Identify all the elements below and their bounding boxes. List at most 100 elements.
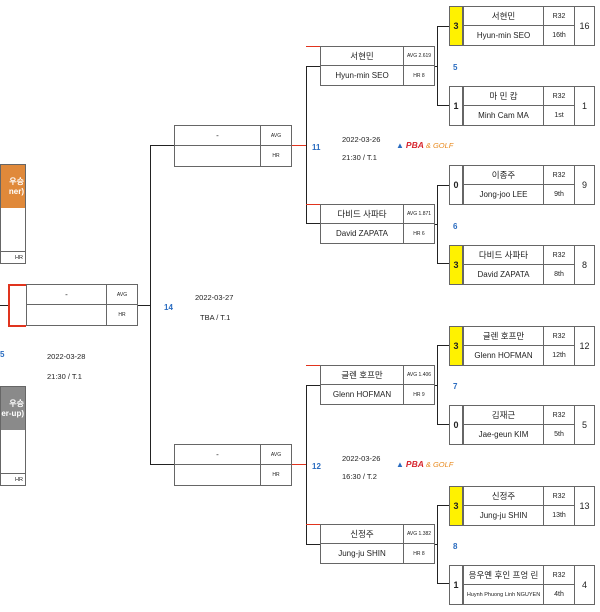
r16-7-avg: AVG 1.406 (406, 372, 432, 378)
final-date: 2022-03-28 (47, 352, 86, 361)
semi-connector-bottom (150, 464, 174, 465)
r32-1-round: R32 (552, 12, 566, 20)
r32-seed-8: 4 (575, 565, 595, 605)
r16-5-connector-vertical (437, 26, 438, 106)
r16-6-connector-vertical (437, 185, 438, 264)
runner-up-card-header: 우승 er-up) (1, 387, 25, 430)
qf-11-connector-bottom (306, 223, 320, 224)
r32-1-kname: 서현민 (464, 7, 544, 25)
r16-5-connector-out (435, 66, 438, 67)
winner-card-hr: HR (15, 255, 23, 261)
triangle-logo-icon: ▲ (396, 459, 404, 469)
r32-2-rank: 1st (554, 112, 564, 119)
r32-seed-3: 9 (575, 165, 595, 205)
qf-12-time: 16:30 / T.2 (342, 472, 377, 481)
r32-8-rank: 4th (554, 591, 564, 598)
r32-6-round: R32 (552, 411, 566, 419)
qf-12-match-number: 12 (312, 462, 321, 471)
r16-8-connector-bottom (437, 583, 449, 584)
r32-5-kname: 글렌 호프만 (464, 327, 544, 345)
r16-6-kname: 다비드 사파타 (321, 205, 404, 223)
r16-8-accent-top (306, 524, 320, 525)
final-match-box: -AVG HR (26, 284, 138, 326)
qf-12-date: 2022-03-26 (342, 454, 381, 463)
r32-seed-4: 8 (575, 245, 595, 285)
qf-12-avg: AVG (270, 451, 282, 458)
final-avg: AVG (116, 291, 128, 298)
r32-6-ename: Jae-geun KIM (464, 425, 544, 444)
qf-11-connector-vertical (306, 66, 307, 224)
qf-11-date: 2022-03-26 (342, 135, 381, 144)
r16-8-avg: AVG 1.382 (406, 531, 432, 537)
r32-5-rank: 12th (552, 352, 566, 359)
r32-4-ename: David ZAPATA (464, 265, 544, 284)
qf-11-name-2 (175, 146, 261, 166)
r32-3-rank: 9th (554, 191, 564, 198)
runner-up-card: 우승 er-up) HR (0, 386, 26, 486)
semi-connector-vertical (150, 145, 151, 465)
r16-7-ename: Glenn HOFMAN (321, 385, 404, 404)
r32-1-ename: Hyun-min SEO (464, 26, 544, 45)
r16-7-connector-bottom (437, 424, 449, 425)
qf-12-connector-out (292, 464, 306, 465)
r16-5-accent-top (306, 46, 320, 47)
r32-5-round: R32 (552, 332, 566, 340)
qf-12-hr: HR (272, 472, 280, 478)
r16-5-ename: Hyun-min SEO (321, 66, 404, 85)
r32-3-ename: Jong-joo LEE (464, 185, 544, 204)
final-connector-top (8, 284, 26, 286)
r32-2-round: R32 (552, 92, 566, 100)
semi-time: TBA / T.1 (200, 313, 231, 322)
r32-score-7: 3 (449, 486, 463, 526)
qf-box-11: -AVG HR (174, 125, 292, 167)
final-player-name-2 (27, 305, 107, 325)
winner-card-title: 우승 (9, 176, 24, 186)
r32-3-kname: 이종주 (464, 166, 544, 184)
r32-4-kname: 다비드 사파타 (464, 246, 544, 264)
final-hr: HR (118, 312, 126, 318)
r16-5-match-number: 5 (453, 63, 458, 72)
r32-score-4: 3 (449, 245, 463, 285)
r16-7-connector-vertical (437, 345, 438, 425)
semi-connector-out (138, 305, 150, 306)
qf-11-connector-out (292, 145, 306, 146)
r16-7-kname: 글렌 호프만 (321, 366, 404, 384)
r16-7-match-number: 7 (453, 382, 458, 391)
r16-5-connector-top (437, 26, 449, 27)
r32-7-rank: 13th (552, 512, 566, 519)
final-connector-bottom (8, 325, 26, 327)
r16-8-ename: Jung-ju SHIN (321, 544, 404, 563)
triangle-logo-icon: ▲ (396, 140, 404, 150)
r16-5-kname: 서현민 (321, 47, 404, 65)
r16-5-avg: AVG 2.619 (406, 53, 432, 59)
final-connector-out (0, 305, 8, 306)
qf-12-connector-top (306, 385, 320, 386)
r32-score-2: 1 (449, 86, 463, 126)
r32-7-kname: 신정주 (464, 487, 544, 505)
r32-seed-6: 5 (575, 405, 595, 445)
pba-golf-logo-2: ▲ PBA & GOLF (396, 459, 454, 469)
qf-12-connector-bottom (306, 544, 320, 545)
final-match-number: 5 (0, 350, 5, 359)
qf-11-hr: HR (272, 153, 280, 159)
r16-6-ename: David ZAPATA (321, 224, 404, 243)
r16-6-avg: AVG 1.871 (406, 211, 432, 217)
qf-12-name-2 (175, 465, 261, 485)
final-time: 21:30 / T.1 (47, 372, 82, 381)
pba-golf-logo: ▲ PBA & GOLF (396, 140, 454, 150)
r16-8-kname: 신정주 (321, 525, 404, 543)
r32-8-ename: Huynh Phuong Linh NGUYEN (464, 585, 544, 604)
r16-8-connector-top (437, 505, 449, 506)
winner-card-header: 우승 ner) (1, 165, 25, 208)
r16-8-match-number: 8 (453, 542, 458, 551)
r32-seed-7: 13 (575, 486, 595, 526)
qf-11-time: 21:30 / T.1 (342, 153, 377, 162)
r16-8-connector-vertical (437, 505, 438, 584)
